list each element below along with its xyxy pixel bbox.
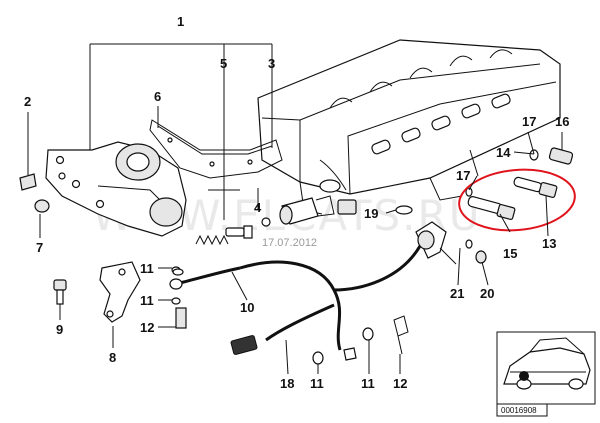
bolt [53, 279, 67, 305]
label-20: 20 [480, 286, 494, 301]
label-11-d: 11 [361, 376, 375, 391]
label-17-b: 17 [456, 168, 470, 183]
car-thumbnail: 00016908 [496, 331, 596, 417]
solenoid-valve [195, 195, 335, 246]
connector [337, 199, 357, 215]
date-stamp: 17.07.2012 [262, 237, 317, 249]
label-1: 1 [177, 14, 184, 29]
label-9: 9 [56, 322, 63, 337]
label-21: 21 [450, 286, 464, 301]
cylinder-head [257, 39, 561, 215]
gasket [149, 119, 283, 179]
location-marker [519, 371, 529, 381]
label-11-c: 11 [310, 376, 324, 391]
label-4: 4 [254, 200, 262, 215]
label-15: 15 [503, 246, 517, 261]
bracket [99, 261, 141, 323]
label-11-a: 11 [140, 261, 154, 276]
label-11-b: 11 [140, 293, 154, 308]
diagram-code: 00016908 [501, 406, 537, 415]
vanos-housing [45, 141, 187, 237]
washer [172, 268, 184, 276]
sensor-assembly [465, 147, 574, 221]
label-18: 18 [280, 376, 294, 391]
highlight-circle [458, 168, 576, 232]
label-10: 10 [240, 300, 254, 315]
wiring-harness [230, 245, 422, 365]
plug [34, 199, 50, 213]
screw-cap [19, 173, 37, 191]
part-labels: 1 2 3 4 5 6 7 8 9 10 11 11 11 11 12 12 1… [24, 14, 569, 391]
label-5: 5 [220, 56, 227, 71]
oil-line [169, 266, 241, 329]
label-2: 2 [24, 94, 31, 109]
leader-lines [27, 43, 563, 375]
label-12-b: 12 [393, 376, 407, 391]
label-12-a: 12 [140, 320, 154, 335]
label-14: 14 [496, 145, 511, 160]
label-3: 3 [268, 56, 275, 71]
label-16: 16 [555, 114, 569, 129]
label-7: 7 [36, 240, 43, 255]
crank-sensor [415, 221, 487, 265]
label-19: 19 [364, 206, 378, 221]
label-17-a: 17 [522, 114, 536, 129]
label-13: 13 [542, 236, 556, 251]
label-8: 8 [109, 350, 116, 365]
label-6: 6 [154, 89, 161, 104]
